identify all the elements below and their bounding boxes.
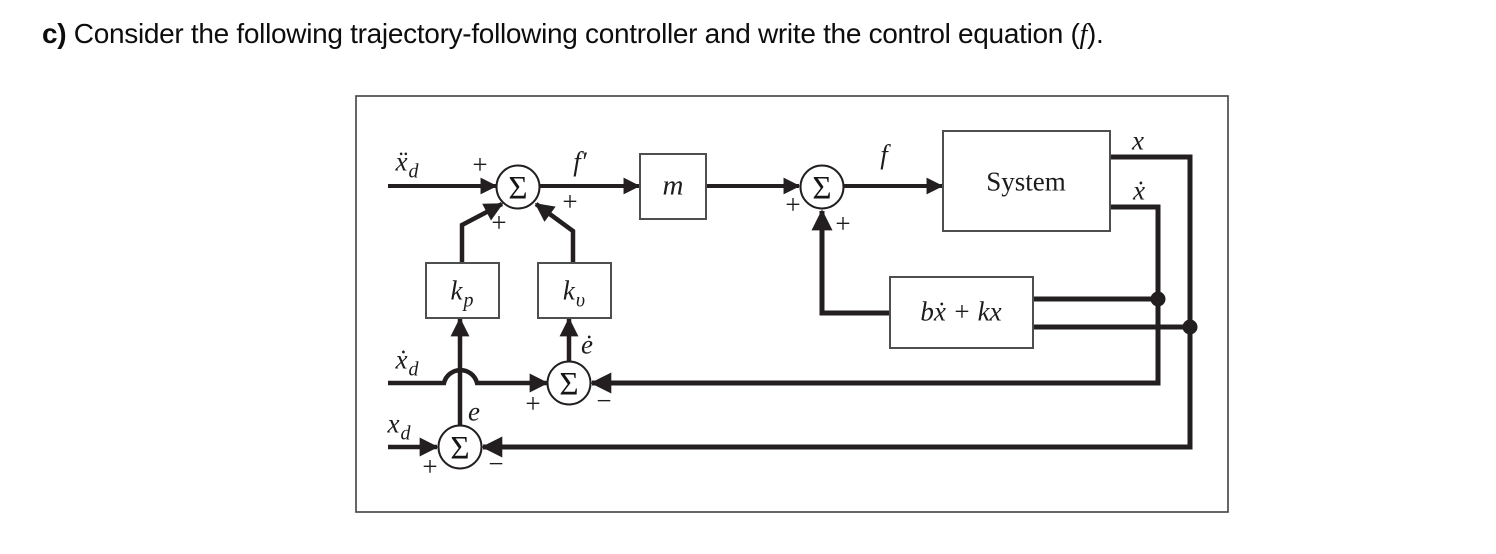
label-xdot-desired: ẋd	[395, 344, 419, 380]
sum-junction-edot-circle	[546, 360, 592, 406]
junction-dot-xdot	[1150, 291, 1166, 307]
sign-minus-sum-e: −	[488, 448, 504, 479]
label-x-output: x	[1132, 125, 1144, 156]
label-kp-sub: p	[463, 289, 474, 312]
problem-title-suffix: ).	[1087, 18, 1104, 49]
block-label-system: System	[986, 166, 1066, 197]
sign-plus-sum2-left: +	[785, 189, 801, 220]
sum-junction-2-circle	[799, 164, 845, 210]
block-rect-kp	[425, 262, 500, 319]
sum-junction-e-circle	[437, 424, 483, 470]
sign-plus-sum-e: +	[422, 451, 438, 482]
label-xdotd-main: ẋ	[395, 344, 408, 375]
block-rect-feedback	[889, 276, 1034, 349]
sign-plus-sum-edot: +	[525, 388, 541, 419]
label-xdd-desired: ẍd	[395, 146, 419, 182]
problem-title: c) Consider the following trajectory-fol…	[42, 16, 1104, 53]
label-e: e	[468, 396, 480, 427]
signal-line-feedback-to-sum2	[811, 209, 890, 316]
sign-plus-xdd: +	[472, 149, 488, 180]
diagram-border	[355, 95, 1229, 513]
sum-junction-e-sigma: Σ	[450, 430, 470, 467]
block-rect-kv	[537, 262, 612, 319]
control-equation-symbol: f	[1079, 19, 1088, 50]
label-xdd-sub: d	[408, 160, 419, 183]
block-label-m: m	[662, 169, 684, 202]
signal-line-xdotd-input-with-hop	[388, 367, 549, 393]
sum-junction-1-sigma: Σ	[508, 170, 528, 207]
block-rect-m	[639, 153, 707, 220]
label-xdotd-sub: d	[408, 358, 419, 381]
junction-dot-x	[1182, 319, 1198, 335]
label-kv-sub: υ	[575, 289, 586, 312]
block-label-feedback: bẋ + kx	[920, 296, 1002, 327]
feedback-line-xdot	[590, 204, 1161, 394]
sum-junction-2-sigma: Σ	[812, 170, 832, 207]
signal-line-kv-to-sum1	[534, 202, 576, 263]
sum-junction-1-circle	[495, 164, 541, 210]
feedback-line-x	[481, 154, 1193, 458]
label-xd-main: x	[387, 408, 400, 439]
label-kp-main: k	[450, 275, 463, 306]
sum-junction-edot-sigma: Σ	[559, 366, 579, 403]
sign-minus-sum-edot: −	[596, 385, 612, 416]
problem-title-text: Consider the following trajectory-follow…	[66, 18, 1080, 49]
sign-plus-sum2-bottom: +	[835, 208, 851, 239]
block-label-kp: kp	[450, 275, 474, 311]
signal-line-kp-to-sum1	[459, 202, 504, 263]
problem-part-label: c)	[42, 18, 67, 49]
label-f-prime: f′	[573, 146, 587, 177]
block-label-kv: kυ	[562, 275, 585, 311]
sign-plus-kv-input: +	[562, 186, 578, 217]
label-x-desired: xd	[387, 408, 411, 444]
label-xdot-output: ẋ	[1133, 175, 1145, 206]
label-e-dot: ė	[581, 329, 593, 360]
sign-plus-kp-input: +	[491, 207, 507, 238]
label-xd-sub: d	[400, 422, 411, 445]
label-xdd-main: ẍ	[395, 146, 408, 177]
label-kv-main: k	[562, 275, 575, 306]
block-rect-system	[942, 130, 1111, 232]
label-f: f	[880, 139, 888, 170]
